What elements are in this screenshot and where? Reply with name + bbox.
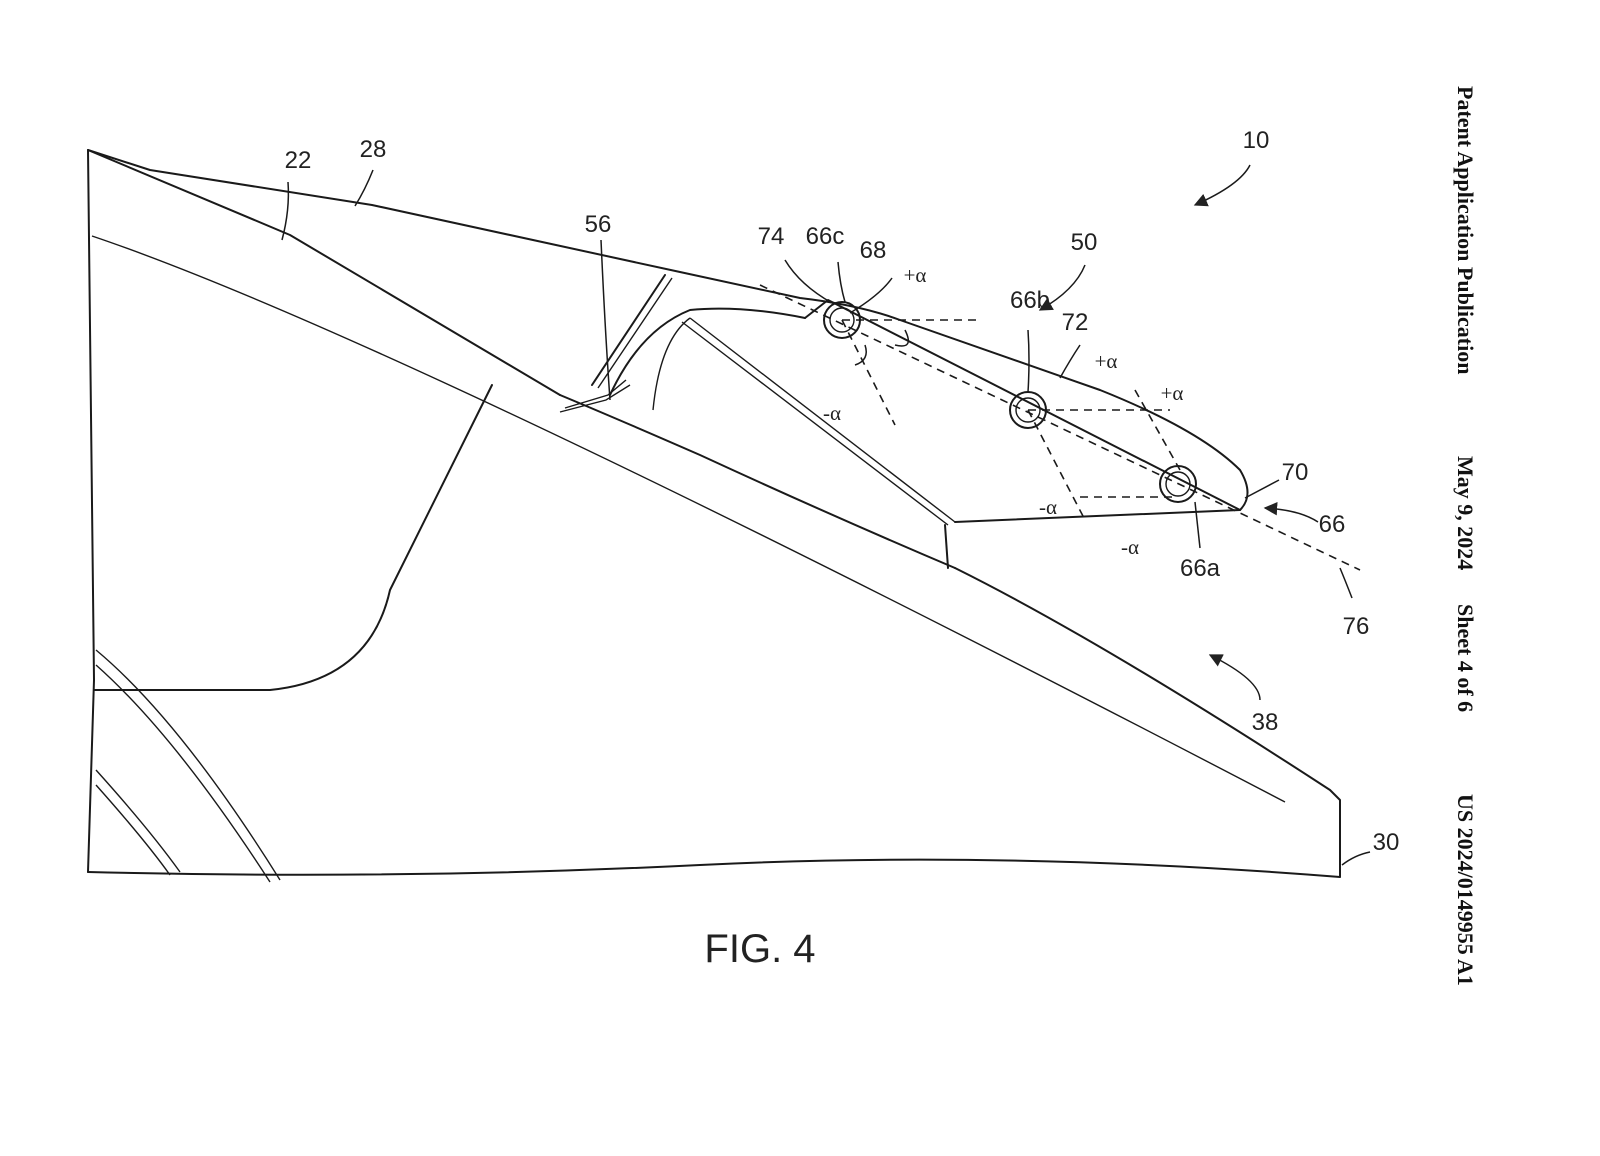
ref-66b: 66b (1010, 287, 1050, 314)
angle-plus-alpha-66b: +α (1095, 349, 1118, 373)
ref-74: 74 (758, 223, 785, 250)
ref-28: 28 (360, 136, 387, 163)
angle-minus-alpha-66c: -α (823, 401, 841, 425)
ref-38: 38 (1252, 709, 1279, 736)
angle-plus-alpha-66a: +α (1161, 381, 1184, 405)
pivot-66a (1080, 465, 1197, 503)
sheet-number: Sheet 4 of 6 (1453, 604, 1478, 713)
ref-66c: 66c (806, 223, 845, 250)
angle-minus-alpha-66b: -α (1039, 495, 1057, 519)
pivot-66c (823, 301, 980, 426)
publication-number: US 2024/0149955 A1 (1453, 794, 1478, 986)
side-glass-outline (93, 384, 493, 883)
ref-66: 66 (1319, 511, 1346, 538)
ref-30: 30 (1373, 829, 1400, 856)
publication-type: Patent Application Publication (1453, 86, 1478, 375)
vehicle-body-outline (87, 149, 1341, 878)
direction-arrows (1038, 164, 1319, 701)
axis-line-76 (759, 284, 1361, 571)
angle-plus-alpha-66c: +α (904, 263, 927, 287)
ref-10: 10 (1243, 127, 1270, 154)
ref-70: 70 (1282, 459, 1309, 486)
ref-66a: 66a (1180, 555, 1221, 582)
leader-lines (281, 169, 1371, 866)
patent-header: Patent Application Publication May 9, 20… (1452, 86, 1492, 1046)
pillar-56 (559, 274, 673, 413)
pivot-66b (1009, 389, 1181, 521)
ref-72: 72 (1062, 309, 1089, 336)
spoiler-inner-panel (609, 299, 1241, 569)
publication-date: May 9, 2024 (1453, 456, 1478, 571)
ref-76: 76 (1343, 613, 1370, 640)
ref-68: 68 (860, 237, 887, 264)
ref-22: 22 (285, 147, 312, 174)
ref-50: 50 (1071, 229, 1098, 256)
angle-minus-alpha-66a: -α (1121, 535, 1139, 559)
figure-caption: FIG. 4 (704, 927, 815, 971)
ref-56: 56 (585, 211, 612, 238)
